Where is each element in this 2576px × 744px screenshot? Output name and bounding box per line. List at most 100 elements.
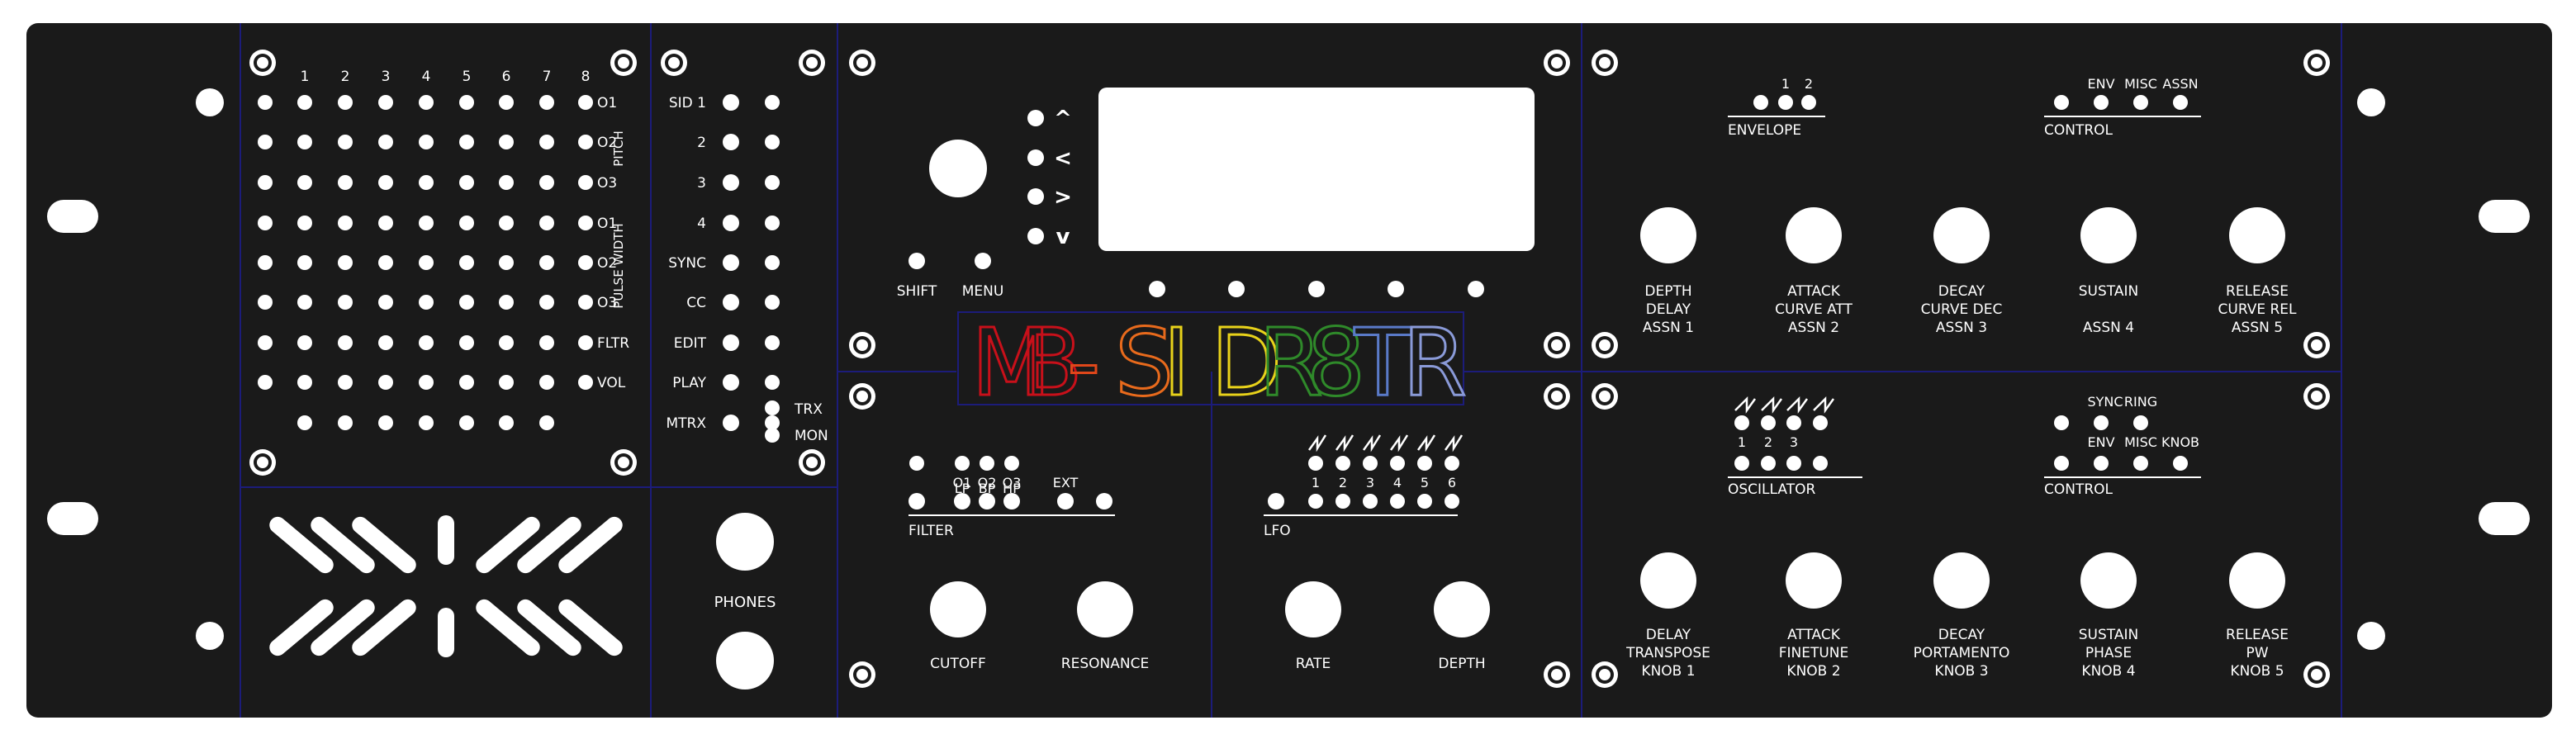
matrix-node-button[interactable] xyxy=(297,415,312,430)
lcd-soft-key[interactable] xyxy=(1468,281,1484,297)
matrix-node-button[interactable] xyxy=(297,335,312,350)
env-knob[interactable] xyxy=(1786,207,1842,263)
env-select-led[interactable] xyxy=(1801,95,1816,110)
matrix-node-button[interactable] xyxy=(297,175,312,190)
matrix-node-button[interactable] xyxy=(419,175,434,190)
matrix-node-button[interactable] xyxy=(499,95,514,110)
matrix-node-button[interactable] xyxy=(499,175,514,190)
sid-select-button[interactable] xyxy=(723,174,739,191)
env-knob[interactable] xyxy=(2229,207,2285,263)
sid-select-button[interactable] xyxy=(723,134,739,150)
sid-select-button[interactable] xyxy=(723,415,739,431)
matrix-node-button[interactable] xyxy=(499,415,514,430)
matrix-node-button[interactable] xyxy=(297,95,312,110)
osc-knob[interactable] xyxy=(1933,552,1990,609)
nav-button[interactable] xyxy=(1027,188,1044,205)
lcd-soft-key[interactable] xyxy=(1308,281,1325,297)
env-knob[interactable] xyxy=(1640,207,1696,263)
osc-knob[interactable] xyxy=(1640,552,1696,609)
osc-control-led[interactable] xyxy=(2094,456,2109,471)
matrix-node-button[interactable] xyxy=(258,216,273,230)
matrix-node-button[interactable] xyxy=(378,135,393,149)
nav-button[interactable] xyxy=(1027,149,1044,166)
matrix-node-button[interactable] xyxy=(338,95,353,110)
matrix-node-button[interactable] xyxy=(459,295,474,310)
lfo-select-button[interactable] xyxy=(1268,493,1284,509)
phones-volume-knob[interactable] xyxy=(716,513,774,571)
osc-sync-ring-led[interactable] xyxy=(2133,415,2148,430)
matrix-node-button[interactable] xyxy=(338,255,353,270)
lfo-depth-knob[interactable] xyxy=(1434,581,1490,637)
matrix-node-button[interactable] xyxy=(539,295,554,310)
matrix-node-button[interactable] xyxy=(338,415,353,430)
resonance-knob[interactable] xyxy=(1077,581,1133,637)
matrix-node-button[interactable] xyxy=(378,335,393,350)
filter-select-button[interactable] xyxy=(908,493,925,509)
matrix-node-button[interactable] xyxy=(539,335,554,350)
osc-sync-ring-led[interactable] xyxy=(2094,415,2109,430)
matrix-node-button[interactable] xyxy=(338,335,353,350)
sid-select-button[interactable] xyxy=(723,294,739,310)
matrix-node-button[interactable] xyxy=(419,295,434,310)
matrix-node-button[interactable] xyxy=(378,415,393,430)
matrix-node-button[interactable] xyxy=(499,255,514,270)
osc-control-led[interactable] xyxy=(2133,456,2148,471)
matrix-node-button[interactable] xyxy=(419,135,434,149)
matrix-node-button[interactable] xyxy=(539,95,554,110)
matrix-node-button[interactable] xyxy=(338,175,353,190)
matrix-node-button[interactable] xyxy=(419,375,434,390)
filter-select-button[interactable] xyxy=(979,493,995,509)
env-select-led[interactable] xyxy=(1753,95,1768,110)
matrix-node-button[interactable] xyxy=(297,216,312,230)
osc-control-led[interactable] xyxy=(2173,456,2188,471)
data-wheel-encoder[interactable] xyxy=(929,140,987,197)
osc-wave-led[interactable] xyxy=(1813,415,1828,430)
matrix-node-button[interactable] xyxy=(378,295,393,310)
osc-wave-led[interactable] xyxy=(1734,415,1749,430)
osc-knob[interactable] xyxy=(1786,552,1842,609)
matrix-node-button[interactable] xyxy=(459,415,474,430)
sid-select-button[interactable] xyxy=(723,94,739,111)
matrix-node-button[interactable] xyxy=(419,415,434,430)
matrix-node-button[interactable] xyxy=(419,335,434,350)
matrix-node-button[interactable] xyxy=(378,95,393,110)
matrix-node-button[interactable] xyxy=(499,295,514,310)
matrix-node-button[interactable] xyxy=(539,375,554,390)
lfo-rate-knob[interactable] xyxy=(1285,581,1341,637)
matrix-node-button[interactable] xyxy=(258,295,273,310)
matrix-node-button[interactable] xyxy=(419,216,434,230)
matrix-node-button[interactable] xyxy=(258,175,273,190)
env-knob[interactable] xyxy=(1933,207,1990,263)
matrix-node-button[interactable] xyxy=(459,375,474,390)
osc-select-led[interactable] xyxy=(1734,456,1749,471)
matrix-node-button[interactable] xyxy=(258,135,273,149)
lcd-soft-key[interactable] xyxy=(1149,281,1165,297)
env-control-led[interactable] xyxy=(2094,95,2109,110)
matrix-node-button[interactable] xyxy=(258,255,273,270)
matrix-node-button[interactable] xyxy=(378,375,393,390)
matrix-node-button[interactable] xyxy=(499,335,514,350)
env-knob[interactable] xyxy=(2080,207,2137,263)
matrix-node-button[interactable] xyxy=(459,135,474,149)
filter-select-button[interactable] xyxy=(1003,493,1020,509)
phones-jack[interactable] xyxy=(716,632,774,690)
menu-button[interactable] xyxy=(975,253,991,269)
matrix-node-button[interactable] xyxy=(338,216,353,230)
osc-wave-led[interactable] xyxy=(1786,415,1801,430)
sid-select-button[interactable] xyxy=(723,254,739,271)
osc-control-led[interactable] xyxy=(2054,456,2069,471)
sid-select-button[interactable] xyxy=(723,215,739,231)
env-select-led[interactable] xyxy=(1778,95,1793,110)
lcd-soft-key[interactable] xyxy=(1228,281,1245,297)
sid-select-button[interactable] xyxy=(723,334,739,351)
matrix-node-button[interactable] xyxy=(297,255,312,270)
matrix-node-button[interactable] xyxy=(297,375,312,390)
filter-select-button[interactable] xyxy=(954,493,970,509)
osc-select-led[interactable] xyxy=(1786,456,1801,471)
matrix-node-button[interactable] xyxy=(378,255,393,270)
matrix-node-button[interactable] xyxy=(338,295,353,310)
env-control-led[interactable] xyxy=(2054,95,2069,110)
matrix-node-button[interactable] xyxy=(499,375,514,390)
matrix-node-button[interactable] xyxy=(459,175,474,190)
osc-wave-led[interactable] xyxy=(1761,415,1776,430)
